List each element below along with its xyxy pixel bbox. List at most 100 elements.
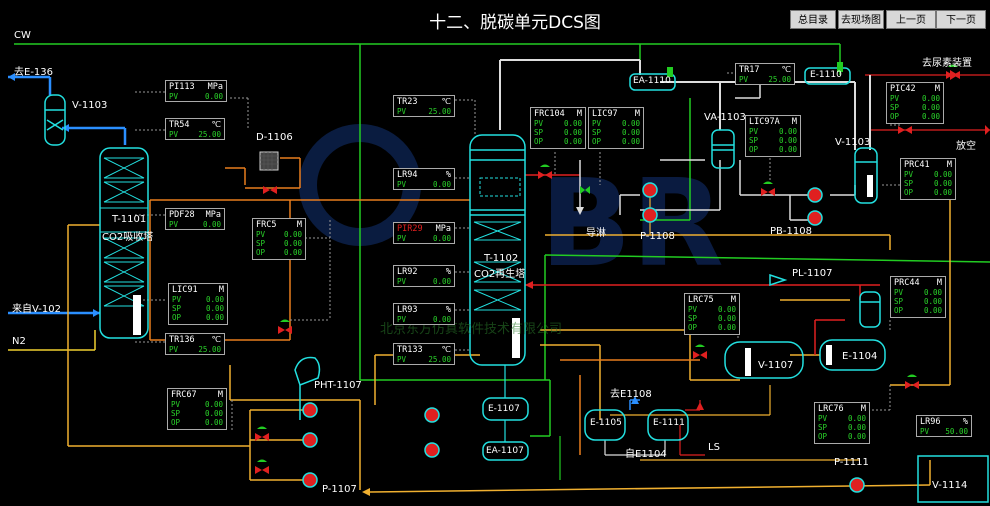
panel-value: 0.00 [563,128,582,137]
panel-unit: MPa [205,210,221,220]
panel-value: 0.00 [923,306,942,315]
panel-value: 25.00 [198,130,221,139]
panel-key: PV [169,345,179,354]
from-v102-label: 来自V-102 [12,304,61,315]
pumps [302,182,865,493]
panel-tag: LIC97 [592,109,618,119]
va1103-vessel [711,129,735,169]
panel-value: 25.00 [198,345,221,354]
va1103-label: VA-1103 [704,112,746,123]
panel-unit: % [445,305,451,315]
panel-key: SP [688,314,698,323]
t1102-sub-label: CO2再生塔 [474,269,526,280]
panel-value: 0.00 [204,409,223,418]
panel-value: 0.00 [778,127,797,136]
panel-value: 0.00 [563,137,582,146]
panel-tag: LIC97A [749,117,780,127]
control-valves [255,62,960,474]
panel-key: OP [890,112,900,121]
panel-tag: PRC41 [904,160,930,170]
pl1107-label: PL-1107 [792,268,833,279]
panel-tag: PRC44 [894,278,920,288]
panel-tag: LIC91 [172,285,198,295]
panel-key: PV [920,427,930,436]
panel-tag: PI113 [169,82,195,92]
panel-unit: % [962,417,968,427]
panel-key: PV [171,400,181,409]
panel-value: 0.00 [205,295,224,304]
v1103-right-label: V-1103 [835,137,871,148]
nav-field-button[interactable]: 去现场图 [838,10,884,29]
from-e1104-label: 自E1104 [625,449,667,460]
panel-unit: M [296,220,302,230]
panel-unit: ℃ [211,120,221,130]
panel-value: 25.00 [428,107,451,116]
panel-value: 0.00 [283,239,302,248]
panel-key: SP [172,304,182,313]
panel-value: 0.00 [778,145,797,154]
e1111-exchanger [647,409,689,441]
v1114-tank [917,455,989,503]
panel-key: SP [904,179,914,188]
t1101-label: T-1101 [112,214,147,225]
panel-value: 0.00 [283,248,302,257]
ls-label: LS [708,442,720,453]
t1102-label: T-1102 [484,253,519,264]
nav-prev-button[interactable]: 上一页 [886,10,936,29]
panel-key: PV [169,220,179,229]
p1108-label: P-1108 [640,231,675,242]
to-urea-label: 去尿素装置 [922,58,972,69]
e1107-label: E-1107 [488,404,520,414]
panel-value: 0.00 [205,304,224,313]
v1107-vessel [724,341,804,379]
panel-value: 0.00 [204,92,223,101]
panel-unit: M [791,117,797,127]
e1104-exchanger [819,291,886,371]
panel-key: PV [397,355,407,364]
panel-value: 0.00 [204,400,223,409]
panel-key: OP [256,248,266,257]
nav-home-button[interactable]: 总目录 [790,10,836,29]
ea1110-label: EA-1110 [633,76,671,86]
panel-unit: M [217,390,223,400]
panel-value: 25.00 [428,355,451,364]
panel-key: SP [171,409,181,418]
pht1107-label: PHT-1107 [314,380,362,391]
panel-value: 0.00 [202,220,221,229]
vent-label: 放空 [956,141,976,152]
pb1108-label: PB-1108 [770,226,812,237]
pht1107-turbine [294,356,321,420]
panel-key: PV [688,305,698,314]
e1104-label: E-1104 [842,351,878,362]
ea1110-exchanger [629,73,676,91]
watermark-text: 北京东方仿真软件技术有限公司 [380,322,563,337]
panel-value: 0.00 [847,414,866,423]
nav-next-button[interactable]: 下一页 [936,10,986,29]
panel-tag: TR54 [169,120,190,130]
panel-value: 0.00 [432,315,451,324]
panel-value: 0.00 [621,128,640,137]
